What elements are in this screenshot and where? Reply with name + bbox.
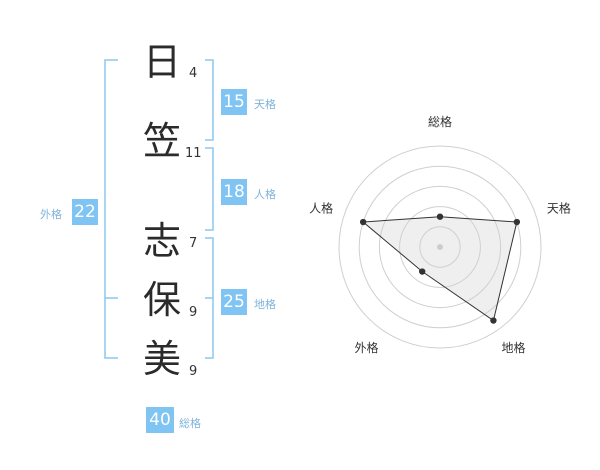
radar-ring-3 (378, 185, 502, 309)
soukaku-label: 総格 (179, 417, 201, 430)
radar-ring-4 (358, 165, 522, 329)
jinkaku-label: 人格 (254, 188, 276, 201)
radar-ring-2 (399, 206, 481, 288)
tenkaku-badge: 15 (221, 89, 247, 115)
gaikaku-bracket (104, 59, 118, 359)
radar-axis-label-2: 天格 (547, 200, 571, 215)
gaikaku-label: 外格 (40, 208, 62, 221)
tenkaku-label: 天格 (254, 98, 276, 111)
name-char-5: 美 (143, 337, 182, 381)
radar-axis-label-3: 地格 (501, 340, 525, 355)
jinkaku-bracket (205, 147, 214, 231)
radar-axis-label-1: 総格 (428, 114, 452, 129)
stroke-count-4: 9 (189, 305, 198, 320)
radar-axis-label-5: 人格 (309, 200, 333, 215)
chikaku-badge: 25 (221, 289, 247, 315)
name-char-3: 志 (143, 219, 182, 263)
stroke-count-1: 4 (189, 66, 198, 81)
radar-point-3 (490, 317, 497, 324)
radar-polygon (361, 216, 518, 322)
stroke-count-3: 7 (189, 236, 198, 251)
radar-point-2 (513, 218, 521, 226)
radar-center-dot (437, 244, 443, 250)
radar-ring-5 (338, 145, 542, 349)
radar-ring-1 (419, 226, 461, 268)
radar-point-4 (418, 268, 426, 275)
stroke-count-5: 9 (189, 364, 198, 379)
name-char-1: 日 (143, 40, 182, 84)
name-char-4: 保 (143, 278, 182, 322)
radar-point-5 (359, 218, 367, 226)
radar-axis-label-4: 外格 (355, 340, 379, 355)
jinkaku-badge: 18 (221, 179, 247, 205)
stroke-count-2: 11 (185, 146, 202, 161)
radar-point-1 (436, 213, 444, 220)
gaikaku-badge: 22 (72, 199, 98, 225)
tenkaku-bracket (205, 59, 214, 141)
chikaku-label: 地格 (254, 298, 276, 311)
name-char-2: 笠 (143, 119, 182, 163)
soukaku-badge: 40 (146, 407, 174, 433)
